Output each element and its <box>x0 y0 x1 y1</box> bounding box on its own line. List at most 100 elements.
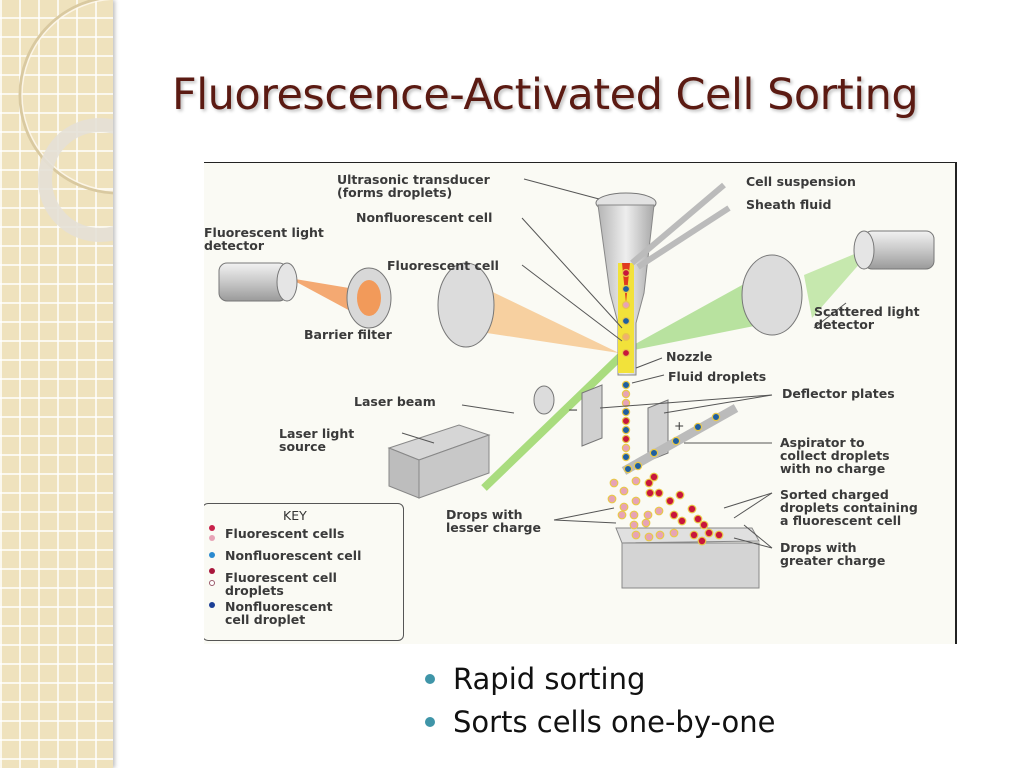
label-laser-light-source: Laser light source <box>279 426 355 454</box>
label-laser-beam: Laser beam <box>354 394 436 409</box>
fluid-droplet <box>621 407 631 417</box>
fluid-droplet <box>621 425 631 435</box>
sorted-droplet <box>644 532 654 542</box>
aspirated-droplet <box>711 412 721 422</box>
sorted-droplet <box>669 510 679 520</box>
aspirated-droplet <box>623 464 633 474</box>
sorted-droplet <box>617 510 627 520</box>
fluid-droplet <box>621 452 631 462</box>
label-plus-sign: + <box>674 418 685 433</box>
sorted-droplet <box>714 530 724 540</box>
sorted-droplet <box>654 488 664 498</box>
droplet-stream <box>607 268 724 546</box>
fluid-droplet <box>621 380 631 390</box>
fluid-droplet <box>621 389 631 399</box>
key-dot-fluorescent-bright <box>209 525 215 531</box>
nozzle-cell <box>621 316 631 326</box>
label-drops-greater-charge: Drops with greater charge <box>780 540 886 568</box>
sorted-droplet <box>644 478 654 488</box>
bullet-item: Rapid sorting <box>423 658 775 701</box>
slide-title: Fluorescence-Activated Cell Sorting <box>172 70 919 120</box>
sorted-droplet <box>704 528 714 538</box>
aspirated-droplet <box>633 461 643 471</box>
sorted-droplet <box>649 472 659 482</box>
label-deflector-plates: Deflector plates <box>782 386 895 401</box>
decorative-sidebar <box>0 0 113 768</box>
cell-suspension-tube <box>630 182 726 266</box>
fluid-droplet <box>621 443 631 453</box>
key-item-fluorescent-cells: Fluorescent cells <box>225 526 345 541</box>
label-aspirator: Aspirator to collect droplets with no ch… <box>780 435 890 476</box>
label-fluorescent-light-detector: Fluorescent light detector <box>204 225 324 253</box>
collecting-lens-right <box>741 254 803 336</box>
label-cell-suspension: Cell suspension <box>746 174 856 189</box>
sorted-droplet <box>619 502 629 512</box>
bullet-text: Sorts cells one-by-one <box>453 705 776 739</box>
label-nonfluorescent-cell: Nonfluorescent cell <box>356 210 493 225</box>
sorted-droplet <box>619 486 629 496</box>
sorted-droplet <box>629 520 639 530</box>
label-fluorescent-cell: Fluorescent cell <box>387 258 499 273</box>
label-barrier-filter: Barrier filter <box>304 327 392 342</box>
bullet-list: Rapid sorting Sorts cells one-by-one <box>423 658 775 744</box>
collecting-lens-left <box>437 262 495 348</box>
sorted-droplet <box>665 496 675 506</box>
fluorescent-light-beam <box>454 283 619 353</box>
leader-lines <box>401 178 847 549</box>
key-dot-fluorescent-light <box>209 535 215 541</box>
bullet-text: Rapid sorting <box>453 662 646 696</box>
laser-lens <box>533 385 555 415</box>
sorted-droplet <box>699 520 709 530</box>
sorted-droplet <box>669 528 679 538</box>
scattered-light-detector <box>853 230 935 270</box>
bullet-item: Sorts cells one-by-one <box>423 701 775 744</box>
key-dot-fluorescent-droplet-light <box>209 580 215 586</box>
nozzle-cell <box>621 348 631 358</box>
label-nozzle: Nozzle <box>666 349 713 364</box>
fluid-droplet <box>621 398 631 408</box>
label-sorted-charged-droplets: Sorted charged droplets containing a flu… <box>780 487 918 528</box>
decorative-large-ring <box>18 0 113 195</box>
nozzle-cell <box>621 268 631 278</box>
sorted-droplet <box>631 476 641 486</box>
fluorescent-light-detector <box>218 262 298 302</box>
collection-tray <box>615 527 760 589</box>
sorted-droplet <box>654 506 664 516</box>
sorted-droplet <box>629 510 639 520</box>
aspirated-droplet <box>671 436 681 446</box>
sorted-droplet <box>645 488 655 498</box>
sheath-fluid-tube <box>636 205 731 270</box>
laser-light-source <box>387 424 491 499</box>
label-ultrasonic-transducer: Ultrasonic transducer (forms droplets) <box>337 172 490 200</box>
sorted-droplet <box>643 510 653 520</box>
nozzle-cell <box>621 284 631 294</box>
fluid-droplet <box>621 416 631 426</box>
sorted-droplet <box>687 504 697 514</box>
aspirated-droplet <box>693 422 703 432</box>
sorted-droplet <box>689 530 699 540</box>
scattered-light-beam <box>619 273 769 353</box>
decorative-circles <box>18 0 113 242</box>
key-dot-nonfluorescent-droplet <box>209 602 215 608</box>
laser-beam <box>481 350 627 491</box>
sorted-droplet <box>641 518 651 528</box>
sorted-droplet <box>655 530 665 540</box>
key-item-nonfluorescent-cell-droplet: Nonfluorescent cell droplet <box>225 599 333 627</box>
sorted-droplet <box>631 530 641 540</box>
decorative-large-ring-highlight <box>21 0 113 192</box>
sorted-droplet <box>697 536 707 546</box>
fluid-droplet <box>621 434 631 444</box>
barrier-filter-center <box>357 280 381 316</box>
label-minus-sign: − <box>568 402 579 417</box>
label-sheath-fluid: Sheath fluid <box>746 197 832 212</box>
sorted-droplet <box>609 478 619 488</box>
decorative-small-ring <box>38 118 113 242</box>
key-dot-nonfluorescent-cell <box>209 552 215 558</box>
facs-diagram-artwork <box>218 178 935 589</box>
bullet-dot-icon <box>425 674 435 684</box>
nozzle-cell <box>621 300 631 310</box>
key-item-nonfluorescent-cell: Nonfluorescent cell <box>225 548 362 563</box>
sorted-droplet <box>631 496 641 506</box>
label-fluid-droplets: Fluid droplets <box>668 369 767 384</box>
key-title: KEY <box>283 508 307 523</box>
